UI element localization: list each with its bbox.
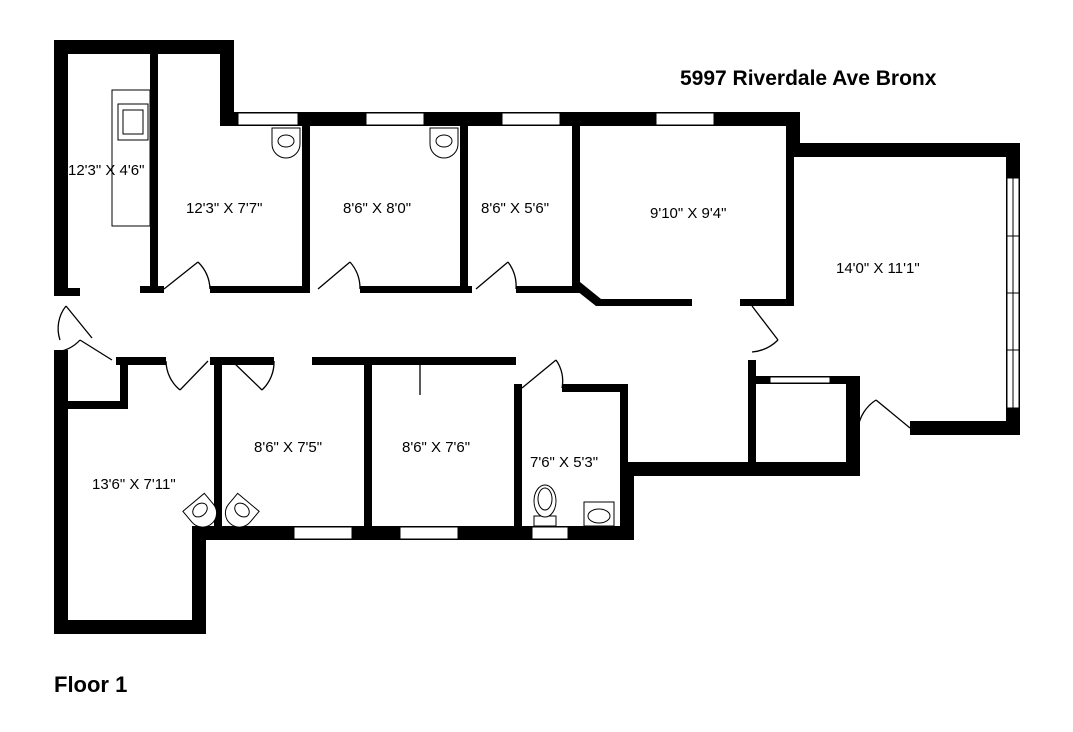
room-dimension: 12'3" X 7'7" xyxy=(186,200,262,217)
sink-icon xyxy=(271,127,301,159)
room-dimension: 8'6" X 5'6" xyxy=(481,200,549,217)
room-dimension: 14'0" X 11'1" xyxy=(836,260,920,277)
address-title: 5997 Riverdale Ave Bronx xyxy=(680,67,937,90)
room-dimension: 8'6" X 8'0" xyxy=(343,200,411,217)
doors xyxy=(53,261,911,429)
room-dimension: 12'3" X 4'6" xyxy=(68,162,144,179)
sink-icon xyxy=(224,492,260,528)
fixtures xyxy=(111,89,615,528)
sink-icon xyxy=(583,501,615,527)
sink-icon xyxy=(429,127,459,159)
floor-label: Floor 1 xyxy=(54,672,127,697)
toilet-icon xyxy=(533,484,557,527)
room-dimension: 7'6" X 5'3" xyxy=(530,454,598,471)
windows xyxy=(237,112,1020,540)
room-dimension: 9'10" X 9'4" xyxy=(650,205,726,222)
outer-walls xyxy=(54,40,1020,634)
room-dimension: 8'6" X 7'6" xyxy=(402,439,470,456)
room-dimension: 8'6" X 7'5" xyxy=(254,439,322,456)
sink-icon xyxy=(182,492,218,528)
room-dimension: 13'6" X 7'11" xyxy=(92,476,176,493)
room-labels: 12'3" X 4'6" 12'3" X 7'7" 8'6" X 8'0" 8'… xyxy=(68,162,920,493)
interior-walls xyxy=(54,54,848,533)
